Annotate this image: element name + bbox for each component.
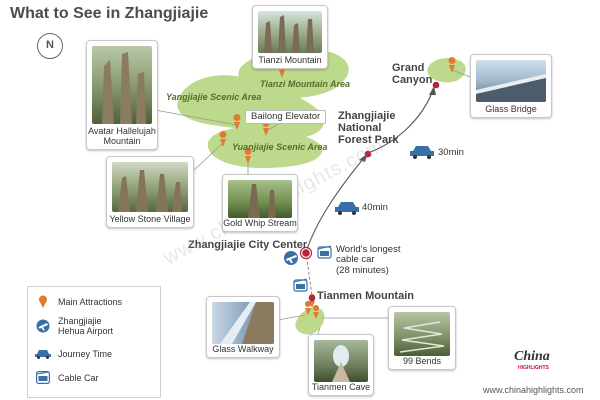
airport-icon xyxy=(36,319,50,333)
forest-park-dot xyxy=(364,150,372,158)
map-title: What to See in Zhangjiajie xyxy=(10,5,209,22)
route-forest-to-canyon xyxy=(367,87,435,154)
city-center-label: Zhangjiajie City Center xyxy=(188,239,308,251)
time-to-forest: 40min xyxy=(362,202,388,213)
legend-item-journey: Journey Time xyxy=(34,349,112,359)
glass-bridge-photo xyxy=(476,60,546,102)
glass-bridge-caption: Glass Bridge xyxy=(485,103,537,114)
cable-car-line xyxy=(305,251,313,297)
pin-icon xyxy=(39,295,47,308)
car-icon xyxy=(35,350,51,359)
photo-card-gold-whip[interactable]: Gold Whip Stream xyxy=(222,174,298,232)
gold-whip-caption: Gold Whip Stream xyxy=(223,217,297,228)
china-highlights-logo: China HIGHLIGHTS xyxy=(514,349,550,371)
glass-walkway-caption: Glass Walkway xyxy=(212,343,274,354)
grand-canyon-area-shape xyxy=(427,58,466,83)
compass-icon: N xyxy=(37,33,63,59)
city-center-dot-inner xyxy=(302,249,310,257)
yuanjiajie-area-label: Yuanjiajie Scenic Area xyxy=(232,142,328,152)
photo-card-glass-walkway[interactable]: Glass Walkway xyxy=(206,296,280,358)
legend-item-attractions: Main Attractions xyxy=(34,295,122,308)
photo-card-tianmen-cave[interactable]: Tianmen Cave xyxy=(308,334,374,396)
glass-walkway-photo xyxy=(212,302,274,344)
time-to-canyon: 30min xyxy=(438,147,464,158)
route-arrow-canyon xyxy=(429,86,436,95)
tianzi-photo xyxy=(258,11,322,53)
yellow-stone-photo xyxy=(112,162,188,212)
connector-yellow-stone xyxy=(191,142,224,173)
tianzi-caption: Tianzi Mountain xyxy=(258,54,322,65)
grand-canyon-dot xyxy=(432,81,440,89)
photo-card-tianzi[interactable]: Tianzi Mountain xyxy=(252,5,328,69)
bends-caption: 99 Bends xyxy=(402,355,442,366)
connector-avatar xyxy=(154,109,238,126)
tianzi-area-label: Tianzi Mountain Area xyxy=(260,79,351,89)
tianmen-cave-photo xyxy=(314,340,368,382)
tianmen-cave-caption: Tianmen Cave xyxy=(311,381,371,392)
car-icon xyxy=(335,146,434,215)
route-city-to-forest xyxy=(305,152,369,253)
cable-car-icon xyxy=(36,371,50,384)
avatar-photo xyxy=(92,46,152,124)
legend-item-cable-car: Cable Car xyxy=(34,371,99,384)
tianmen-area-shape xyxy=(295,307,325,335)
connector-walkway xyxy=(277,314,306,321)
yuanjiajie-area-shape xyxy=(207,127,323,168)
connector-cave xyxy=(317,327,321,335)
cable-car-icon xyxy=(293,245,332,292)
website-url[interactable]: www.chinahighlights.com xyxy=(483,385,584,395)
bends-photo xyxy=(394,312,450,356)
yangjiajie-area-label: Yangjiajie Scenic Area xyxy=(166,92,262,102)
tianmen-label: Tianmen Mountain xyxy=(317,290,414,302)
photo-card-glass-bridge[interactable]: Glass Bridge xyxy=(470,54,552,118)
yellow-stone-caption: Yellow Stone Village xyxy=(109,213,191,224)
photo-card-yellow-stone[interactable]: Yellow Stone Village xyxy=(106,156,194,228)
tianmen-dot xyxy=(308,294,316,302)
gold-whip-photo xyxy=(228,180,292,218)
photo-card-99-bends[interactable]: 99 Bends xyxy=(388,306,456,370)
bailong-elevator-label: Bailong Elevator xyxy=(245,110,327,125)
airport-icon xyxy=(284,251,298,265)
